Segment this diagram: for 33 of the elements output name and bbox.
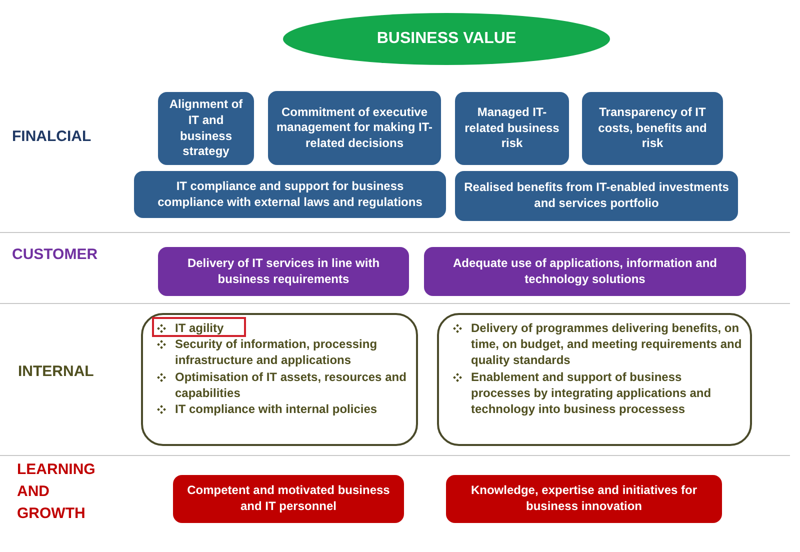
list-item-text: Optimisation of IT assets, resources and capabilities: [175, 368, 408, 401]
list-item-text: Enablement and support of business processes by integrating applications and technology into business processess: [471, 368, 712, 418]
box-text: Alignment of IT and business strategy: [168, 97, 244, 160]
process-box: [158, 92, 254, 165]
title-text: BUSINESS VALUE: [376, 28, 516, 49]
process-box: [173, 475, 404, 523]
list-item-text: IT agility: [175, 320, 224, 336]
bullet-list-box: [437, 313, 752, 446]
process-box: [446, 475, 722, 523]
row-heading: FINALCIAL: [12, 128, 92, 145]
box-text: Knowledge, expertise and initiatives for business innovation: [470, 483, 698, 515]
process-box: [455, 92, 569, 165]
box-text: Delivery of IT services in line with business requirements: [186, 256, 381, 288]
process-box: [134, 171, 446, 218]
bullet-list-box: [141, 313, 418, 446]
list-item-text: Delivery of programmes delivering benefits, on time, on budget, and meeting requirements and quality standards: [471, 320, 742, 369]
process-box: [158, 247, 409, 296]
box-text: IT compliance and support for business compliance with external laws and regulations: [156, 178, 424, 210]
box-text: Competent and motivated business and IT personnel: [186, 483, 391, 515]
box-text: Adequate use of applications, information and technology solutions: [452, 256, 718, 288]
box-text: Transparency of IT costs, benefits and risk: [597, 105, 708, 152]
row-heading: INTERNAL: [18, 363, 94, 380]
list-item-text: IT compliance with internal policies: [175, 400, 378, 418]
process-box: [582, 92, 723, 165]
box-text: Commitment of executive management for making IT-related decisions: [276, 104, 433, 152]
box-text: Realised benefits from IT-enabled investments and services portfolio: [463, 180, 730, 212]
list-item-text: Security of information, processing infrastructure and applications: [175, 336, 378, 369]
row-heading: LEARNING AND GROWTH: [17, 460, 96, 524]
row-heading: CUSTOMER: [12, 246, 98, 263]
process-box: [424, 247, 746, 296]
process-box: [455, 171, 738, 221]
process-box: [268, 91, 441, 165]
box-text: Managed IT-related business risk: [464, 105, 560, 152]
